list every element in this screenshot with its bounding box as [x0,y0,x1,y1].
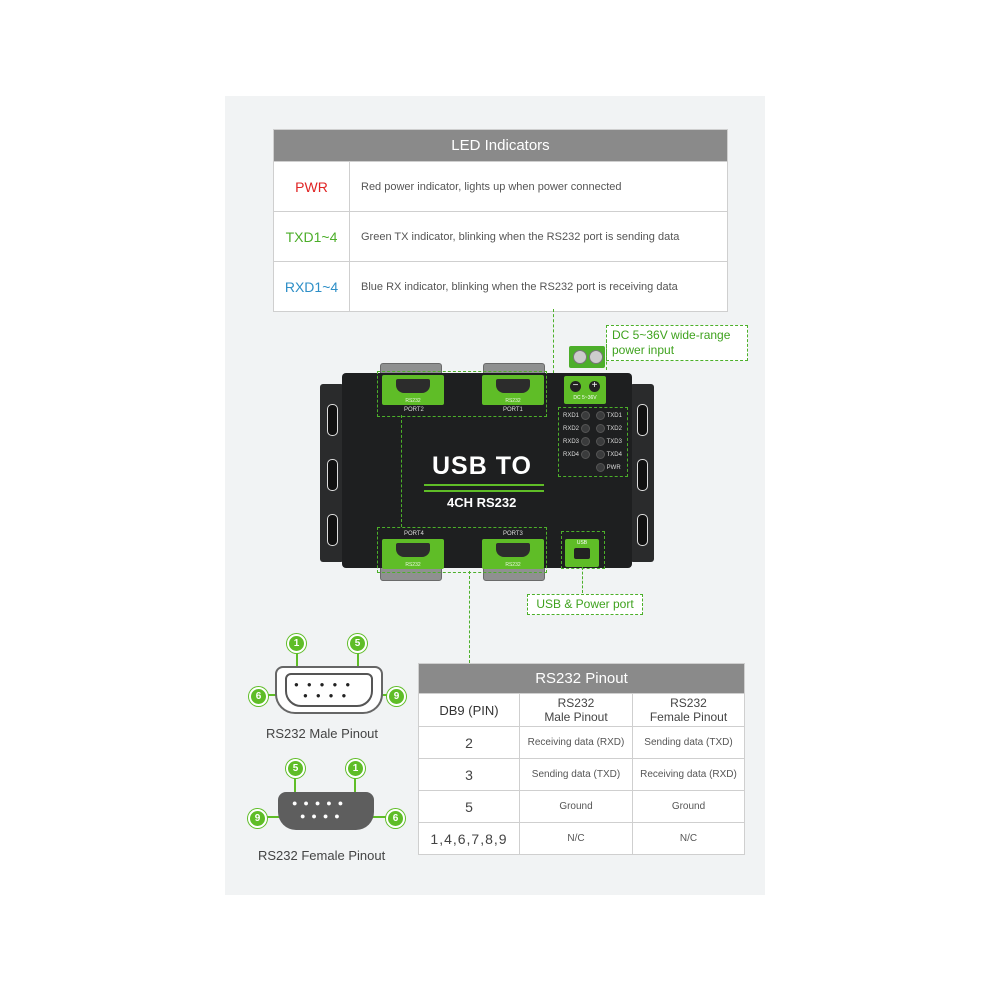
table-row: 3 Sending data (TXD) Receiving data (RXD… [419,758,744,790]
female-connector: ●●●●● ●●●● [278,792,374,830]
male-cell: Receiving data (RXD) [520,727,633,758]
mounting-ear-left [320,384,344,562]
male-pin-6: 6 [249,687,268,706]
led-grid-right: TXD1 TXD2 TXD3 TXD4 PWR [596,411,622,476]
male-cell: Ground [520,791,633,822]
led-desc-txd: Green TX indicator, blinking when the RS… [361,230,680,243]
female-pinout-caption: RS232 Female Pinout [258,848,386,863]
led-desc-rxd: Blue RX indicator, blinking when the RS2… [361,280,678,293]
male-connector: ●●●●● ●●●● [275,666,383,714]
female-pin-6: 6 [386,809,405,828]
female-pin-5: 5 [286,759,305,778]
port2-connector: RS232 [382,375,444,405]
female-pin-1: 1 [346,759,365,778]
female-pin-9: 9 [248,809,267,828]
header-db9-pin: DB9 (PIN) [419,694,520,726]
power-callout-line1: DC 5~36V wide-range [612,328,731,342]
pin-cell: 3 [419,759,520,790]
female-cell: Sending data (TXD) [644,737,733,748]
mounting-ear-right [630,384,654,562]
double-arrow [424,484,544,492]
port1-label: PORT1 [503,407,523,413]
usb-power-callout: USB & Power port [527,594,643,615]
usb-to-rs232-device [342,373,632,568]
pin-cell: 5 [419,791,520,822]
power-callout-line2: power input [612,343,675,357]
led-grid-left: RXD1 RXD2 RXD3 RXD4 [563,411,590,463]
led-row-txd: TXD1~4 Green TX indicator, blinking when… [274,211,727,261]
led-label-txd4: TXD4 [606,452,622,459]
highlight-usb [561,531,605,569]
led-label-txd3: TXD3 [606,439,622,446]
led-label-rxd4: RXD4 [563,452,580,459]
led-row-pwr: PWR Red power indicator, lights up when … [274,161,727,211]
pinout-table-title: RS232 Pinout [419,664,744,693]
leader-ports [401,415,402,527]
female-cell: N/C [679,833,698,844]
male-pinout-caption: RS232 Male Pinout [266,726,379,741]
led-label-rxd2: RXD2 [563,426,580,433]
led-key-rxd: RXD1~4 [274,262,350,311]
table-row: 5 Ground Ground [419,790,744,822]
power-terminal [569,346,605,368]
power-input-callout: DC 5~36V wide-range power input [606,325,748,361]
leader-pinout [469,571,470,663]
port3-connector: RS232 [482,539,544,569]
highlight-top-ports [377,371,547,417]
table-row: 2 Receiving data (RXD) Sending data (TXD… [419,726,744,758]
device-title-sub: 4CH RS232 [447,495,517,510]
led-indicators-table: LED Indicators PWR Red power indicator, … [273,129,728,312]
port3-label: PORT3 [503,531,523,537]
pin-cell: 2 [419,727,520,758]
led-table-title: LED Indicators [274,130,727,161]
led-label-txd1: TXD1 [606,413,622,420]
led-label-txd2: TXD2 [606,426,622,433]
usb-port: USB [565,539,599,567]
leader-power [606,340,607,370]
leader-usb [582,567,583,593]
port1-connector: RS232 [482,375,544,405]
led-key-txd: TXD1~4 [274,212,350,261]
leader-led [553,309,554,409]
highlight-bottom-ports [377,527,547,573]
device-title-main: USB TO [432,452,532,480]
port4-label: PORT4 [404,531,424,537]
pin-cell: 1,4,6,7,8,9 [419,823,520,854]
led-label-pwr: PWR [606,465,621,472]
male-cell: N/C [520,823,633,854]
table-row: 1,4,6,7,8,9 N/C N/C [419,822,744,854]
led-row-rxd: RXD1~4 Blue RX indicator, blinking when … [274,261,727,311]
highlight-leds [558,407,628,477]
male-cell: Sending data (TXD) [520,759,633,790]
port2-label: PORT2 [404,407,424,413]
male-pin-1: 1 [287,634,306,653]
power-block: − + DC 5~36V [564,376,606,404]
male-pin-5: 5 [348,634,367,653]
led-desc-pwr: Red power indicator, lights up when powe… [361,180,622,193]
led-label-rxd3: RXD3 [563,439,580,446]
led-key-pwr: PWR [274,162,350,211]
port4-connector: RS232 [382,539,444,569]
led-label-rxd1: RXD1 [563,413,580,420]
female-cell: Ground [671,801,706,812]
female-cell: Receiving data (RXD) [640,769,737,780]
male-pin-9: 9 [387,687,406,706]
